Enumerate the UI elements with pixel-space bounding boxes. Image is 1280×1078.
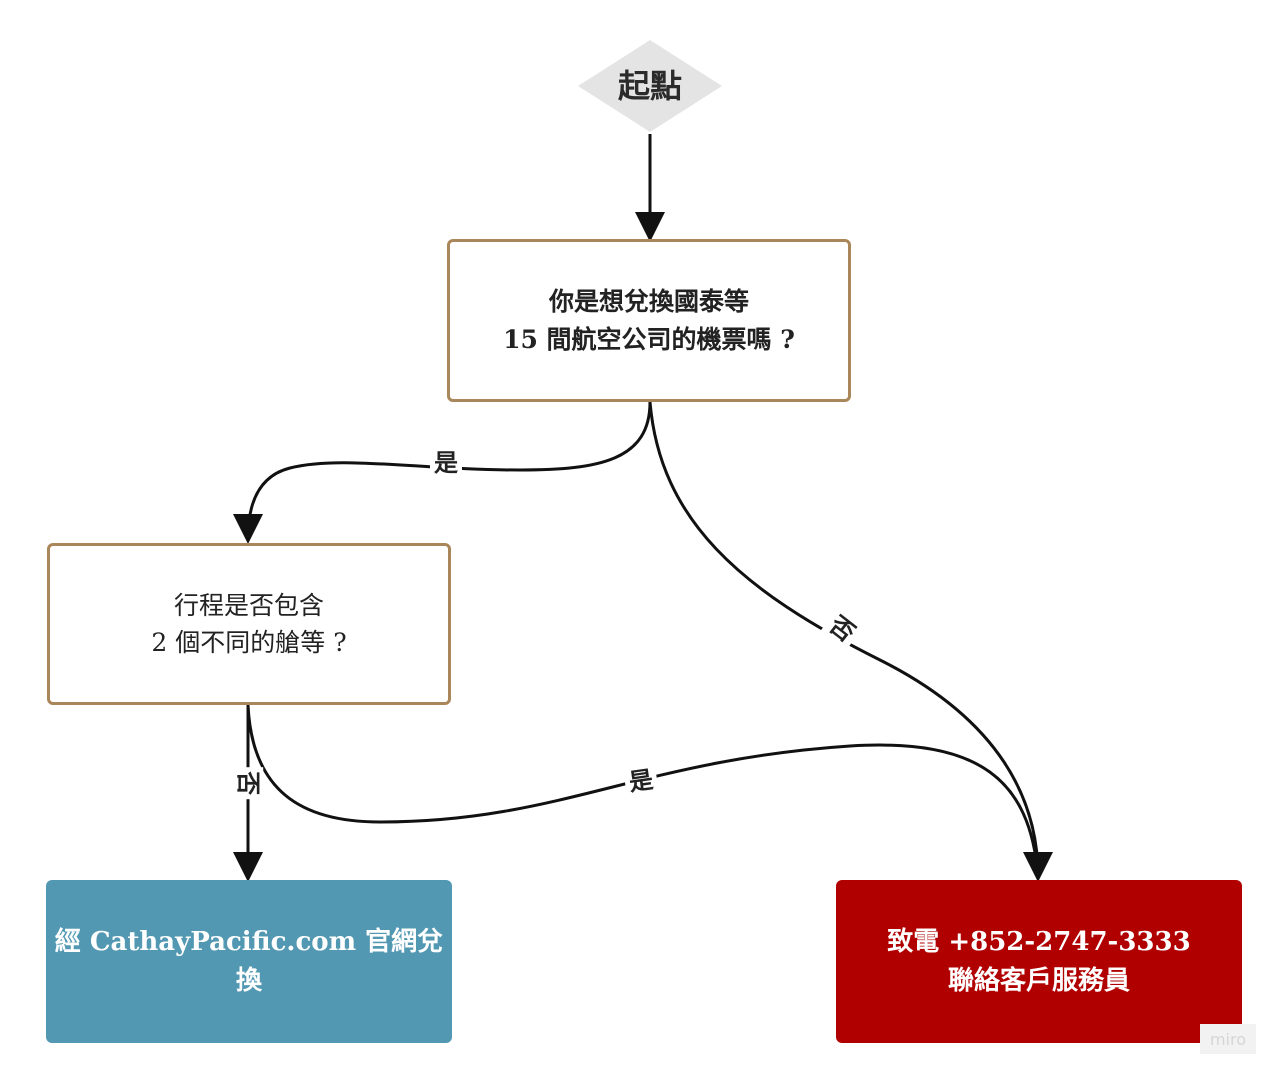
edge-q1-yes [233,401,652,544]
miro-watermark: miro [1200,1024,1256,1054]
question-1-line-1: 你是想兌換國泰等 [548,287,749,316]
question-2-line-2: 2 個不同的艙等 ? [151,628,347,657]
result-website-label: 經 CathayPacific.com 官網兌換 [54,926,444,996]
start-diamond-shape [578,40,722,132]
edge-label-q1-yes: 是 [430,448,462,479]
question-2-box[interactable]: 行程是否包含 2 個不同的艙等 ? [47,543,451,705]
result-call-box[interactable]: 致電 +852-2747-3333 聯絡客戶服務員 [836,880,1242,1043]
result-call-line-2: 聯絡客戶服務員 [947,965,1130,996]
edge-label-q2-no: 否 [232,767,264,800]
question-2-line-1: 行程是否包含 [173,590,324,620]
start-node[interactable]: 起點 [576,38,724,134]
result-website-box[interactable]: 經 CathayPacific.com 官網兌換 [46,880,452,1043]
start-label: 起點 [617,67,682,105]
result-call-line-1: 致電 +852-2747-3333 [887,926,1191,957]
question-1-box[interactable]: 你是想兌換國泰等 15 間航空公司的機票嗎 ? [447,239,851,402]
edge-q1-no [648,401,1053,882]
edge-label-q2-yes: 是 [623,763,659,799]
question-1-line-2: 15 間航空公司的機票嗎 ? [503,324,795,354]
